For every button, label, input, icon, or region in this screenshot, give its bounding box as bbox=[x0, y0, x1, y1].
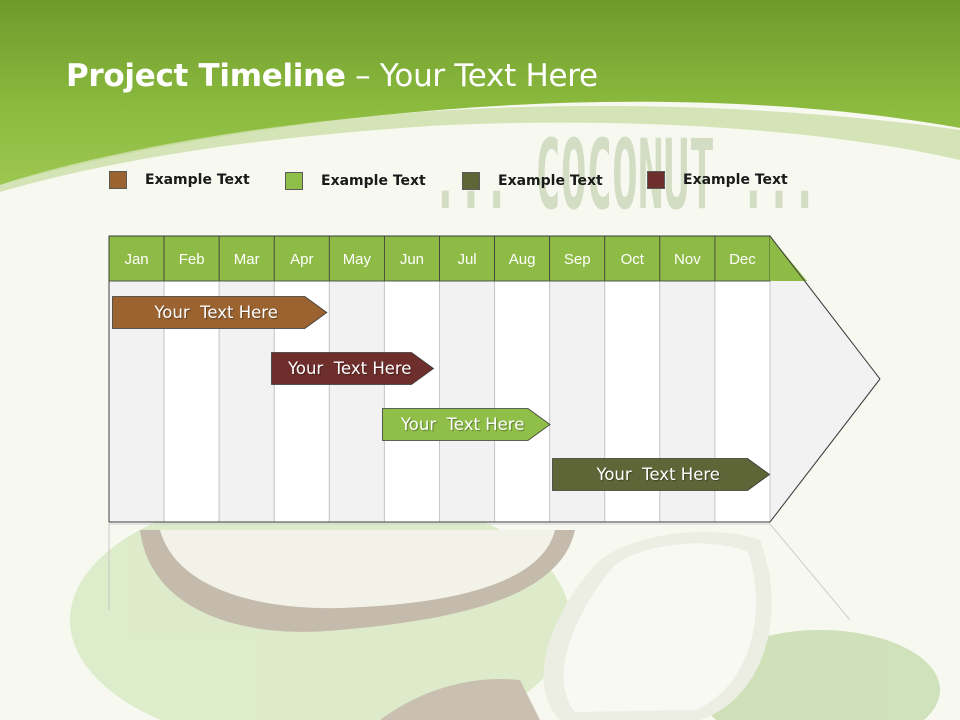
month-header-cell bbox=[604, 235, 661, 282]
month-column bbox=[494, 280, 551, 523]
legend-swatch bbox=[109, 171, 127, 189]
month-header-cell bbox=[494, 235, 551, 282]
coconut-watermark: ... COCONUT ... bbox=[433, 119, 818, 222]
task-bar: Your Text Here bbox=[552, 458, 771, 491]
month-column bbox=[439, 280, 496, 523]
task-label: Your Text Here bbox=[287, 359, 412, 378]
task-arrow-polygon bbox=[552, 458, 771, 491]
month-label: Nov bbox=[674, 251, 701, 268]
month-label: Sep bbox=[563, 251, 591, 268]
task-bar: Your Text Here bbox=[111, 296, 328, 329]
month-header-cell bbox=[273, 235, 330, 282]
coconut-image bbox=[70, 490, 940, 720]
month-label: Feb bbox=[178, 251, 205, 268]
task-label: Your Text Here bbox=[154, 303, 278, 322]
watermark-text: ... COCONUT ... bbox=[433, 119, 818, 222]
month-label: Aug bbox=[508, 251, 536, 268]
month-column bbox=[383, 280, 440, 523]
task-label: Your Text Here bbox=[400, 415, 525, 434]
month-label: May bbox=[342, 251, 372, 268]
month-label: Jan bbox=[124, 251, 149, 268]
title-bold: Project Timeline bbox=[66, 58, 346, 94]
task-bar: Your Text Here bbox=[381, 408, 551, 441]
month-header-cell bbox=[163, 235, 220, 282]
month-label: Jun bbox=[399, 251, 425, 268]
month-label: Apr bbox=[290, 251, 314, 268]
header-band bbox=[0, 0, 960, 185]
task-bar: Your Text Here bbox=[271, 352, 435, 385]
month-header-cell bbox=[549, 235, 606, 282]
task-arrow-shape bbox=[381, 408, 551, 441]
month-header-cell bbox=[218, 235, 275, 282]
month-header-cell bbox=[384, 235, 440, 282]
header-swoosh bbox=[0, 105, 960, 192]
task-arrow-polygon bbox=[111, 296, 328, 329]
legend-swatch bbox=[285, 172, 303, 190]
legend-label: Example Text bbox=[683, 172, 788, 188]
month-label: Dec bbox=[729, 251, 756, 268]
month-label: Mar bbox=[233, 251, 260, 268]
task-label: Your Text Here bbox=[596, 465, 720, 484]
month-label: Oct bbox=[620, 251, 644, 268]
legend-swatch bbox=[647, 171, 665, 189]
task-arrow-polygon bbox=[271, 352, 435, 385]
arrow-edge-bottom bbox=[769, 378, 881, 523]
month-header-cell bbox=[328, 235, 385, 282]
legend-label: Example Text bbox=[321, 173, 426, 189]
task-arrow-shape bbox=[271, 352, 435, 385]
title-rest: – Your Text Here bbox=[345, 58, 598, 94]
month-header-cell bbox=[108, 235, 165, 282]
month-label: Jul bbox=[457, 251, 477, 268]
month-column bbox=[328, 280, 385, 523]
grid-outline bbox=[108, 235, 770, 523]
task-arrow-shape bbox=[111, 296, 328, 329]
legend-swatch bbox=[462, 172, 480, 190]
task-arrow-shape bbox=[552, 458, 771, 491]
arrow-edge-top bbox=[769, 235, 881, 380]
legend-label: Example Text bbox=[498, 173, 603, 189]
legend-label: Example Text bbox=[145, 172, 250, 188]
page-title: Project Timeline – Your Text Here bbox=[66, 58, 598, 94]
task-arrow-polygon bbox=[381, 408, 551, 441]
